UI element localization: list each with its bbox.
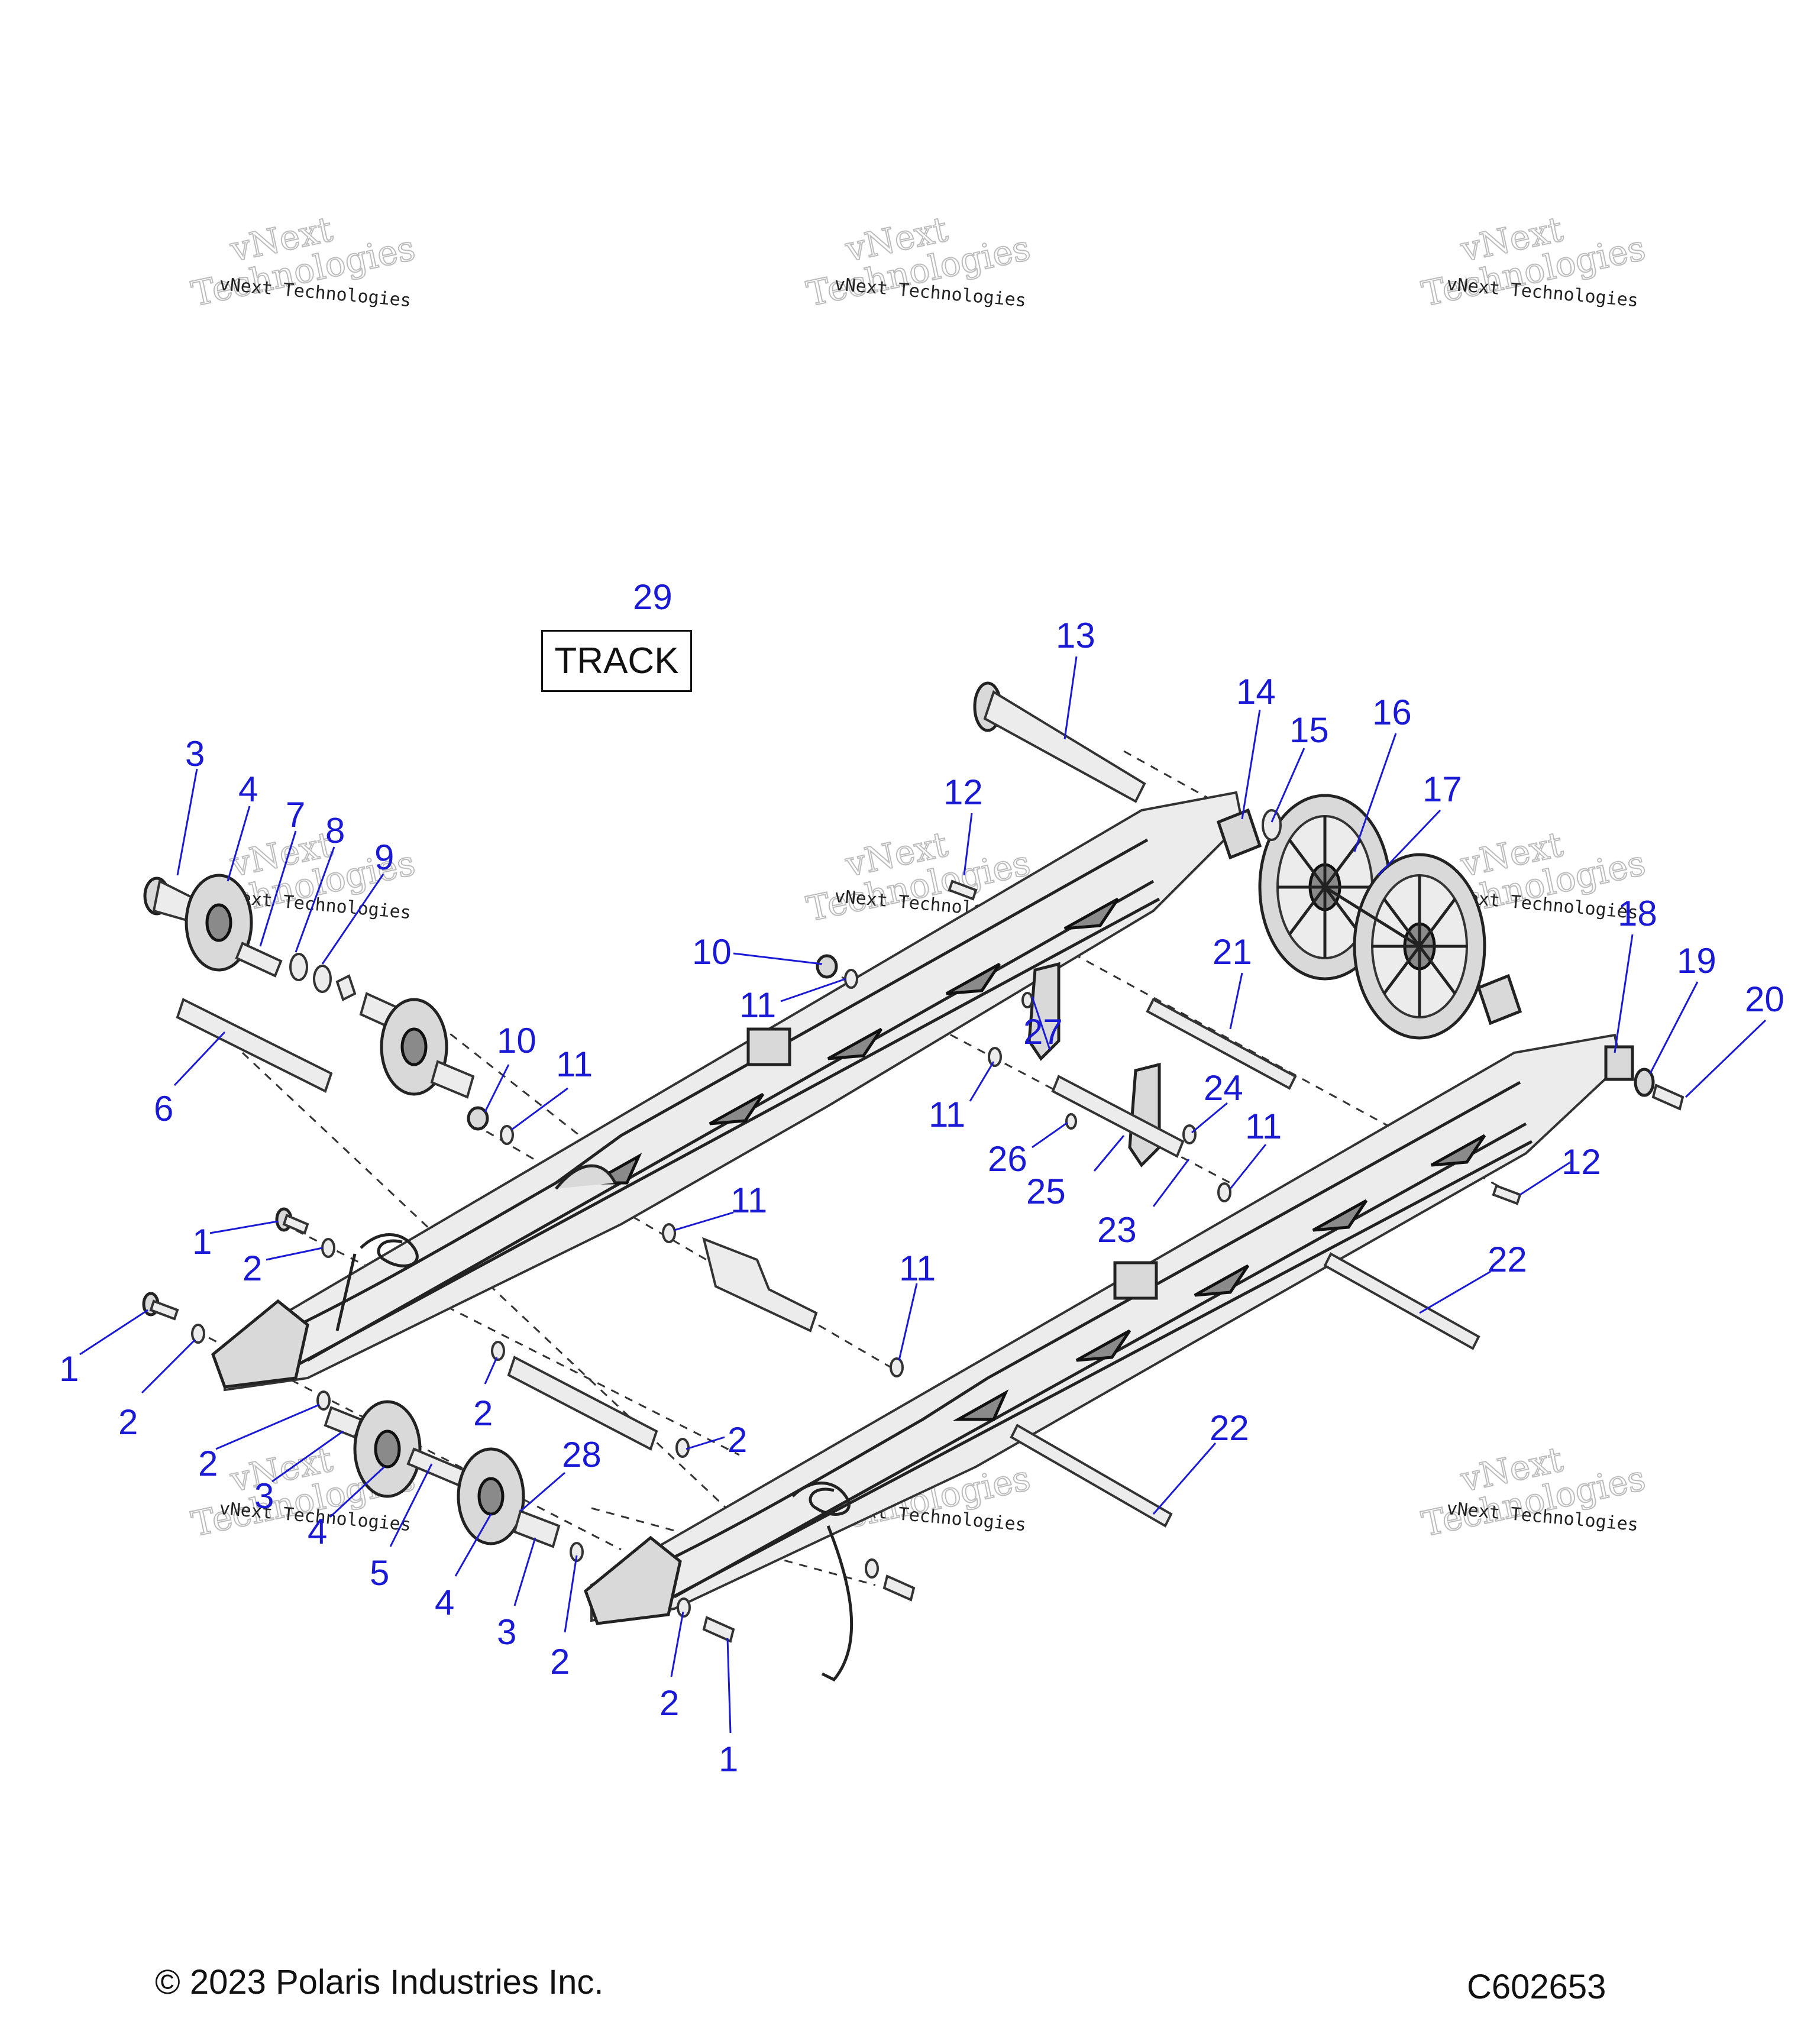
callout-17: 17	[1422, 769, 1462, 809]
callout-25: 25	[1026, 1172, 1066, 1211]
washer	[1262, 809, 1282, 841]
callout-9: 9	[374, 837, 394, 877]
rear-axle	[973, 681, 1146, 803]
callout-10: 10	[497, 1021, 536, 1060]
figure-id: C602653	[1467, 1968, 1606, 2006]
callout-2: 2	[550, 1642, 570, 1681]
callout-3: 3	[497, 1612, 516, 1652]
callout-13: 13	[1056, 616, 1095, 655]
callout-24: 24	[1204, 1068, 1243, 1108]
callout-20: 20	[1745, 979, 1784, 1019]
callout-22: 22	[1210, 1408, 1249, 1448]
callout-11: 11	[739, 985, 776, 1025]
long-bolt-22	[1323, 1252, 1480, 1350]
callout-1: 1	[719, 1739, 738, 1779]
rail-slide-block	[1113, 1261, 1158, 1300]
callout-28: 28	[562, 1435, 602, 1474]
callout-2: 2	[659, 1683, 679, 1723]
callout-12: 12	[943, 772, 983, 812]
callout-labels: 29 3 4 7 8 9 6 13 14 15 16 17 12 10 11 2…	[59, 577, 1784, 1779]
callout-14: 14	[1236, 672, 1276, 711]
bracket-18	[1604, 1045, 1634, 1081]
callout-29: 29	[633, 577, 673, 617]
callout-2: 2	[728, 1420, 747, 1460]
callout-11: 11	[929, 1095, 965, 1134]
callout-2: 2	[198, 1444, 218, 1483]
callout-7: 7	[286, 795, 305, 835]
callout-4: 4	[238, 769, 258, 809]
rail-front-tip	[211, 1299, 309, 1389]
right-rail	[584, 1033, 1622, 1625]
shaft-6	[176, 998, 333, 1093]
callout-3: 3	[254, 1476, 274, 1516]
callout-21: 21	[1213, 932, 1252, 972]
callout-2: 2	[243, 1249, 262, 1288]
front-wheel-set-lower	[324, 1400, 561, 1548]
callout-2: 2	[473, 1393, 493, 1433]
leader-lines	[79, 656, 1767, 1733]
callout-19: 19	[1677, 941, 1716, 981]
rail-slide-block	[746, 1027, 791, 1066]
callout-11: 11	[556, 1044, 593, 1084]
cross-shaft-mount	[507, 962, 1185, 1451]
callout-16: 16	[1372, 693, 1412, 732]
rail-bracket	[555, 1164, 617, 1190]
callout-3: 3	[185, 734, 205, 774]
track-label: TRACK	[554, 641, 679, 681]
callout-11: 11	[730, 1181, 767, 1220]
track-label-box: TRACK	[541, 630, 692, 692]
axle-end-cap	[1216, 808, 1262, 860]
callout-1: 1	[192, 1222, 212, 1262]
front-wheel-set-upper	[143, 874, 475, 1099]
callout-15: 15	[1289, 710, 1329, 750]
callout-1: 1	[59, 1349, 79, 1389]
callout-2: 2	[118, 1402, 138, 1442]
callout-18: 18	[1618, 894, 1657, 933]
copyright-notice: © 2023 Polaris Industries Inc.	[155, 1963, 604, 2001]
callout-23: 23	[1097, 1210, 1137, 1250]
long-bolt-22	[1010, 1424, 1173, 1528]
callout-27: 27	[1023, 1012, 1063, 1052]
callout-11: 11	[1245, 1107, 1282, 1146]
callout-5: 5	[370, 1553, 389, 1593]
rail-cutouts	[952, 1134, 1486, 1421]
callout-22: 22	[1488, 1240, 1527, 1279]
callout-6: 6	[154, 1089, 173, 1128]
rail-front-tip	[584, 1535, 682, 1625]
callout-12: 12	[1561, 1142, 1601, 1182]
callout-4: 4	[308, 1512, 327, 1551]
torsion-spring-left	[335, 1233, 419, 1331]
callout-4: 4	[435, 1583, 454, 1622]
torsion-spring-right	[791, 1482, 853, 1682]
shaft-21	[1146, 998, 1297, 1090]
axle-end-cap	[1476, 974, 1522, 1026]
callout-8: 8	[325, 811, 345, 850]
hardware	[142, 879, 1685, 1643]
callout-11: 11	[899, 1249, 936, 1288]
callout-10: 10	[692, 932, 732, 972]
callout-26: 26	[988, 1139, 1027, 1179]
left-rail	[211, 791, 1244, 1392]
